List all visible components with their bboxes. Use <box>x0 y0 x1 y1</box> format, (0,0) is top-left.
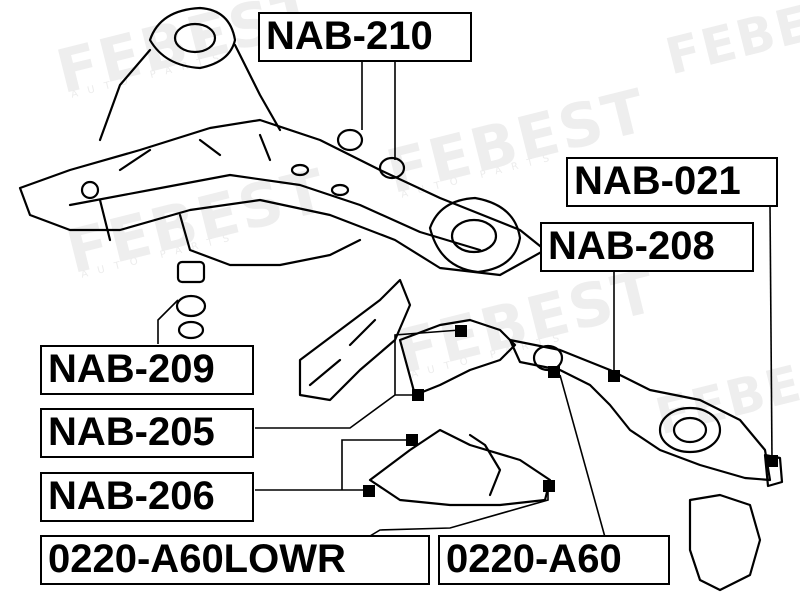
knuckle-right <box>688 493 762 592</box>
marker-square <box>455 325 467 337</box>
upper-arm <box>398 318 517 397</box>
lower-arm <box>368 428 552 507</box>
leader-line <box>559 374 609 549</box>
label-nab-210: NAB-210 <box>258 12 472 62</box>
bushing-stack <box>175 294 207 318</box>
label-nab-209: NAB-209 <box>40 345 254 395</box>
mount-right <box>428 196 522 274</box>
label-nab-205: NAB-205 <box>40 408 254 458</box>
frame-hole <box>80 180 100 200</box>
marker-square <box>608 370 620 382</box>
subframe-rail <box>68 173 482 252</box>
marker-square <box>543 480 555 492</box>
label-nab-208: NAB-208 <box>540 222 754 272</box>
leader-line <box>255 329 461 429</box>
trailing-arm <box>508 338 772 482</box>
mount-bore <box>450 218 498 254</box>
marker-square <box>766 455 778 467</box>
frame-hole <box>330 183 350 197</box>
marker-square <box>363 485 375 497</box>
mount-arm <box>98 43 282 142</box>
mount-left <box>148 6 237 70</box>
marker-square <box>412 389 424 401</box>
subframe-rail <box>18 118 547 277</box>
bushing <box>336 128 364 152</box>
hub-bore <box>658 406 722 454</box>
frame-hole <box>290 163 310 177</box>
marker-square <box>406 434 418 446</box>
label-nab-206: NAB-206 <box>40 472 254 522</box>
leader-line <box>769 204 773 461</box>
hub-bore <box>672 416 708 444</box>
marker-square <box>548 366 560 378</box>
knuckle-left-detail <box>308 318 377 387</box>
lower-arm-detail <box>468 433 502 497</box>
label-0220-a60lowr: 0220-A60LOWR <box>40 535 430 585</box>
mount-bore <box>173 22 217 54</box>
knuckle-left <box>298 278 412 402</box>
bushing-stack <box>176 260 206 284</box>
label-nab-021: NAB-021 <box>566 157 778 207</box>
bushing-stack <box>177 320 205 340</box>
subframe-crossmember <box>98 133 362 267</box>
leader-line <box>157 299 179 344</box>
bushing <box>378 156 406 180</box>
label-0220-a60: 0220-A60 <box>438 535 670 585</box>
leader-line <box>361 62 396 160</box>
